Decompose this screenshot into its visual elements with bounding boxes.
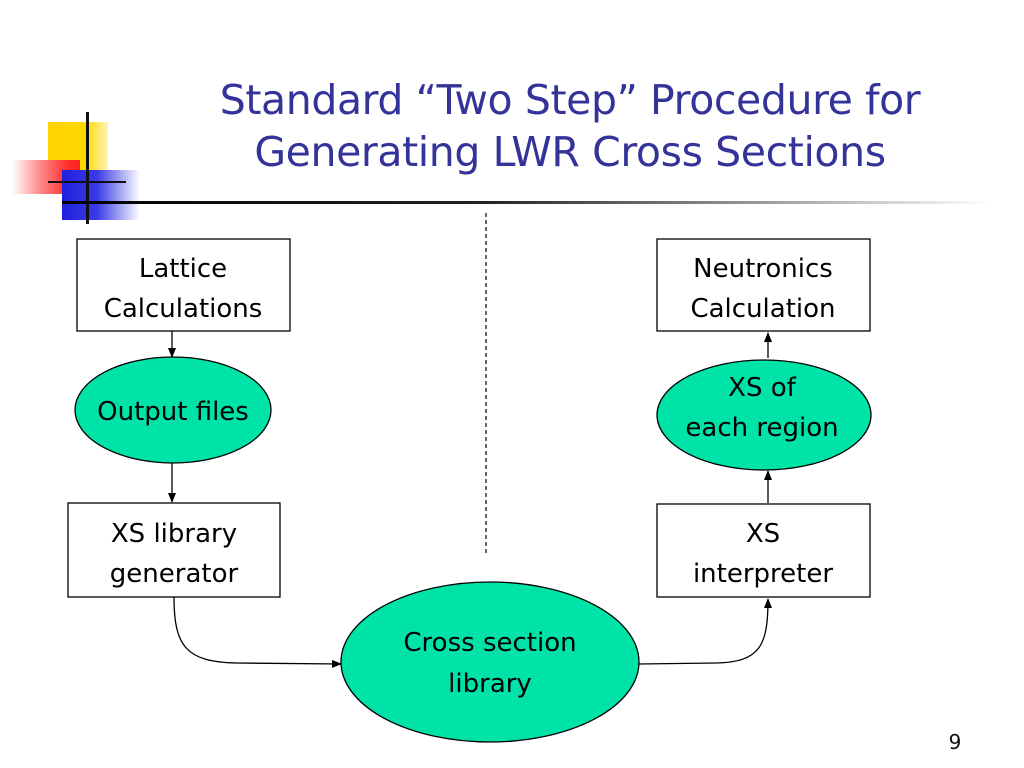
decor-horizontal-line <box>48 181 126 183</box>
xs-each-region-ellipse: XS of each region <box>656 359 872 471</box>
page-number: 9 <box>948 730 962 754</box>
cross-section-library-line-1: Cross section <box>403 628 576 658</box>
xs-region-line-1: XS of <box>728 373 796 403</box>
output-files-label: Output files <box>97 397 249 427</box>
neutronics-calculation-box: Neutronics Calculation <box>656 238 871 332</box>
lattice-box-line-1: Lattice <box>139 254 227 284</box>
xs-library-generator-box: XS library generator <box>67 502 281 598</box>
arrow-library-to-interpreter <box>638 598 772 665</box>
cross-section-library-line-2: library <box>448 669 532 699</box>
decor-blue-square <box>62 170 140 220</box>
arrow-generator-to-library <box>173 596 342 668</box>
neutronics-box-line-2: Calculation <box>690 294 835 324</box>
xs-interpreter-line-2: interpreter <box>693 559 833 589</box>
slide-title-line-1: Standard “Two Step” Procedure for <box>219 76 921 124</box>
xs-interpreter-box: XS interpreter <box>656 503 871 598</box>
neutronics-box-line-1: Neutronics <box>693 254 833 284</box>
title-underline <box>62 201 992 204</box>
decor-vertical-line <box>86 112 89 224</box>
output-files-ellipse: Output files <box>74 356 272 464</box>
xs-generator-line-1: XS library <box>111 519 237 549</box>
slide-title: Standard “Two Step” Procedure for Genera… <box>150 74 990 178</box>
xs-generator-line-2: generator <box>110 559 239 589</box>
lattice-calculations-box: Lattice Calculations <box>76 238 291 332</box>
lattice-box-line-2: Calculations <box>104 294 263 324</box>
xs-interpreter-line-1: XS <box>746 519 780 549</box>
cross-section-library-ellipse: Cross section library <box>340 581 640 743</box>
xs-region-line-2: each region <box>685 413 838 443</box>
slide-title-line-2: Generating LWR Cross Sections <box>254 128 886 176</box>
